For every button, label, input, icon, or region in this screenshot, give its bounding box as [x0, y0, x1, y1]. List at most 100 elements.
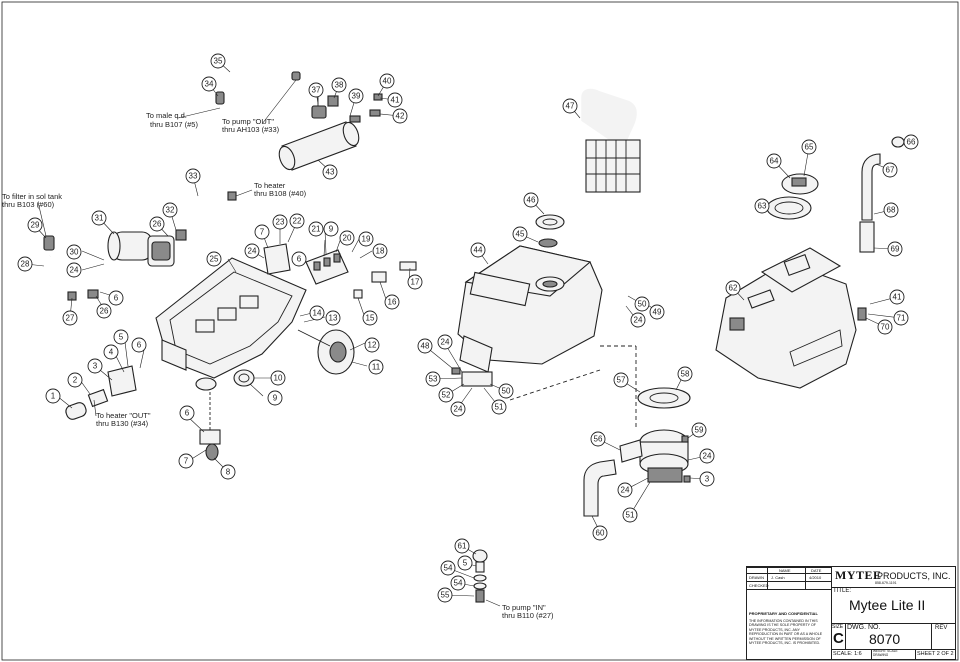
- balloon-65: 65: [801, 139, 817, 155]
- tb-drawn-name: J. Cash: [771, 575, 785, 580]
- balloon-29: 29: [27, 217, 43, 233]
- vacuum-motor: [583, 387, 691, 517]
- svg-text:67: 67: [886, 166, 895, 175]
- svg-text:50: 50: [502, 387, 511, 396]
- svg-text:26: 26: [153, 220, 162, 229]
- balloon-23: 23: [272, 214, 288, 230]
- svg-text:47: 47: [566, 102, 575, 111]
- part-balloons: 1 2 3 4 5 6 6 6 6 7 7 8 9 9 10 11 12 13 …: [17, 53, 919, 603]
- balloon-21: 21: [308, 221, 324, 237]
- svg-text:33: 33: [189, 172, 198, 181]
- balloon-71: 71: [893, 310, 909, 326]
- svg-text:35: 35: [214, 57, 223, 66]
- svg-text:39: 39: [352, 92, 361, 101]
- svg-text:13: 13: [329, 314, 338, 323]
- title-block: NAME DATE DRAWN J. Cash 4/2010 CHECKED P…: [746, 566, 956, 660]
- svg-text:52: 52: [442, 391, 451, 400]
- balloon-38: 38: [331, 77, 347, 93]
- recovery-tank: [715, 136, 905, 389]
- balloon-16: 16: [384, 294, 400, 310]
- svg-text:45: 45: [516, 230, 525, 239]
- svg-text:21: 21: [312, 225, 321, 234]
- note-pump-in-2: thru B110 (#27): [502, 611, 554, 620]
- balloon-56: 56: [590, 431, 606, 447]
- svg-text:18: 18: [376, 247, 385, 256]
- balloon-9: 9: [267, 390, 283, 406]
- svg-text:37: 37: [312, 86, 321, 95]
- svg-text:20: 20: [343, 234, 352, 243]
- svg-text:31: 31: [95, 214, 104, 223]
- tb-dwg-label: DWG. NO.: [847, 624, 881, 631]
- balloon-59: 59: [691, 422, 707, 438]
- svg-text:44: 44: [474, 246, 483, 255]
- svg-text:6: 6: [114, 294, 119, 303]
- solution-tank: [451, 86, 641, 430]
- svg-text:9: 9: [273, 394, 278, 403]
- balloon-17: 17: [407, 274, 423, 290]
- company-phone: 858-679-1191: [875, 581, 897, 585]
- balloon-68: 68: [883, 202, 899, 218]
- svg-text:50: 50: [638, 300, 647, 309]
- svg-text:3: 3: [93, 362, 98, 371]
- svg-text:19: 19: [362, 235, 371, 244]
- balloon-26a: 26: [149, 216, 165, 232]
- svg-text:12: 12: [368, 341, 377, 350]
- balloon-6b: 6: [108, 290, 124, 306]
- balloon-24d: 24: [450, 401, 466, 417]
- balloon-43: 43: [322, 164, 338, 180]
- svg-text:14: 14: [313, 309, 322, 318]
- balloon-14: 14: [309, 305, 325, 321]
- balloon-50a: 50: [634, 296, 650, 312]
- company-suffix: PRODUCTS, INC.: [877, 571, 951, 581]
- balloon-9b: 9: [323, 221, 339, 237]
- balloon-54b: 54: [450, 575, 466, 591]
- balloon-35: 35: [210, 53, 226, 69]
- svg-text:71: 71: [897, 314, 906, 323]
- svg-text:64: 64: [770, 157, 779, 166]
- balloon-61: 61: [454, 538, 470, 554]
- balloon-47: 47: [562, 98, 578, 114]
- svg-text:66: 66: [907, 138, 916, 147]
- bottom-fitting: [472, 549, 488, 603]
- svg-text:42: 42: [396, 112, 405, 121]
- note-heater-out-2: thru B130 (#34): [96, 419, 149, 428]
- balloon-51b: 51: [622, 507, 638, 523]
- tb-scale: SCALE: 1:6: [833, 651, 862, 657]
- balloon-31: 31: [91, 210, 107, 226]
- balloon-22: 22: [289, 213, 305, 229]
- svg-text:46: 46: [527, 196, 536, 205]
- svg-text:2: 2: [73, 376, 78, 385]
- balloon-46: 46: [523, 192, 539, 208]
- balloon-49: 49: [649, 304, 665, 320]
- tb-drawn-label: DRAWN: [749, 575, 764, 580]
- svg-text:24: 24: [248, 247, 257, 256]
- svg-text:56: 56: [594, 435, 603, 444]
- svg-text:51: 51: [626, 511, 635, 520]
- svg-text:62: 62: [729, 284, 738, 293]
- balloon-24e: 24: [630, 312, 646, 328]
- svg-text:69: 69: [891, 245, 900, 254]
- svg-text:6: 6: [185, 409, 190, 418]
- balloon-33: 33: [185, 168, 201, 184]
- balloon-60: 60: [592, 525, 608, 541]
- balloon-2: 2: [67, 372, 83, 388]
- tb-checked-label: CHECKED: [749, 583, 769, 588]
- balloon-6c: 6: [291, 251, 307, 267]
- svg-text:41: 41: [893, 293, 902, 302]
- svg-text:54: 54: [444, 564, 453, 573]
- tb-title-label: TITLE:: [833, 588, 852, 594]
- tb-size-label: SIZE: [832, 624, 844, 630]
- balloon-52: 52: [438, 387, 454, 403]
- note-filter-1: To filter in sol tank: [2, 192, 62, 201]
- balloon-10: 10: [270, 370, 286, 386]
- balloon-7b: 7: [254, 224, 270, 240]
- svg-text:16: 16: [388, 298, 397, 307]
- svg-text:24: 24: [441, 338, 450, 347]
- svg-text:5: 5: [463, 559, 468, 568]
- balloon-66: 66: [903, 134, 919, 150]
- balloon-53: 53: [425, 371, 441, 387]
- svg-text:3: 3: [705, 475, 710, 484]
- note-heater-out-1: To heater "OUT": [96, 411, 151, 420]
- tb-drawn-date: 4/2010: [809, 575, 822, 580]
